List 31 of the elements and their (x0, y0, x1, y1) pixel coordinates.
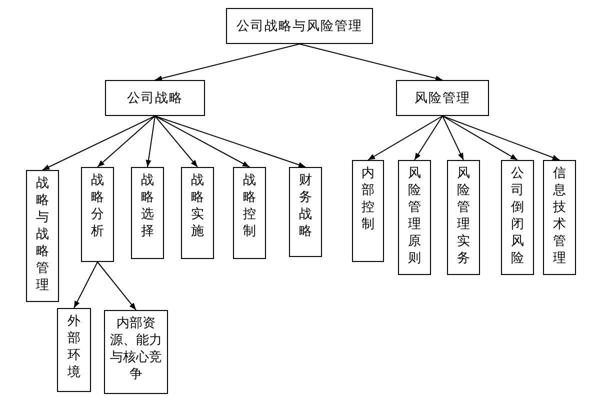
arrow (154, 44, 300, 82)
arrow (414, 116, 443, 160)
arrow (146, 116, 156, 168)
topic-box: 战略选择 (131, 167, 164, 259)
topic-box: 风险管理原则 (398, 160, 431, 275)
arrow (42, 116, 156, 170)
topic-box: 战略实施 (181, 167, 214, 259)
topic-box: 内部控制 (352, 160, 384, 262)
arrow (154, 116, 306, 168)
topic-box: 战略控制 (233, 167, 266, 259)
arrow (154, 116, 198, 168)
arrow (74, 262, 98, 308)
topic-box: 外部环境 (57, 308, 91, 392)
arrow (299, 44, 443, 81)
arrow (442, 116, 518, 160)
topic-box: 财务战略 (289, 167, 322, 257)
arrow (154, 116, 250, 168)
arrow (97, 262, 136, 310)
arrow (97, 116, 156, 168)
arrow (442, 116, 464, 160)
topic-box: 公司倒闭风险 (501, 160, 534, 275)
topic-box: 信息技术管理 (543, 160, 576, 275)
arrow (368, 116, 443, 160)
topic-box: 公司战略 (105, 80, 205, 116)
arrow (442, 116, 560, 160)
topic-box: 公司战略与风险管理 (226, 8, 373, 44)
topic-box: 战略分析 (81, 167, 114, 262)
topic-box: 战略与战略管理 (26, 170, 59, 302)
topic-box: 风险管理实务 (447, 160, 480, 275)
topic-box: 内部资源、能力与核心竞争 (104, 310, 168, 394)
topic-box: 风险管理 (396, 80, 489, 116)
